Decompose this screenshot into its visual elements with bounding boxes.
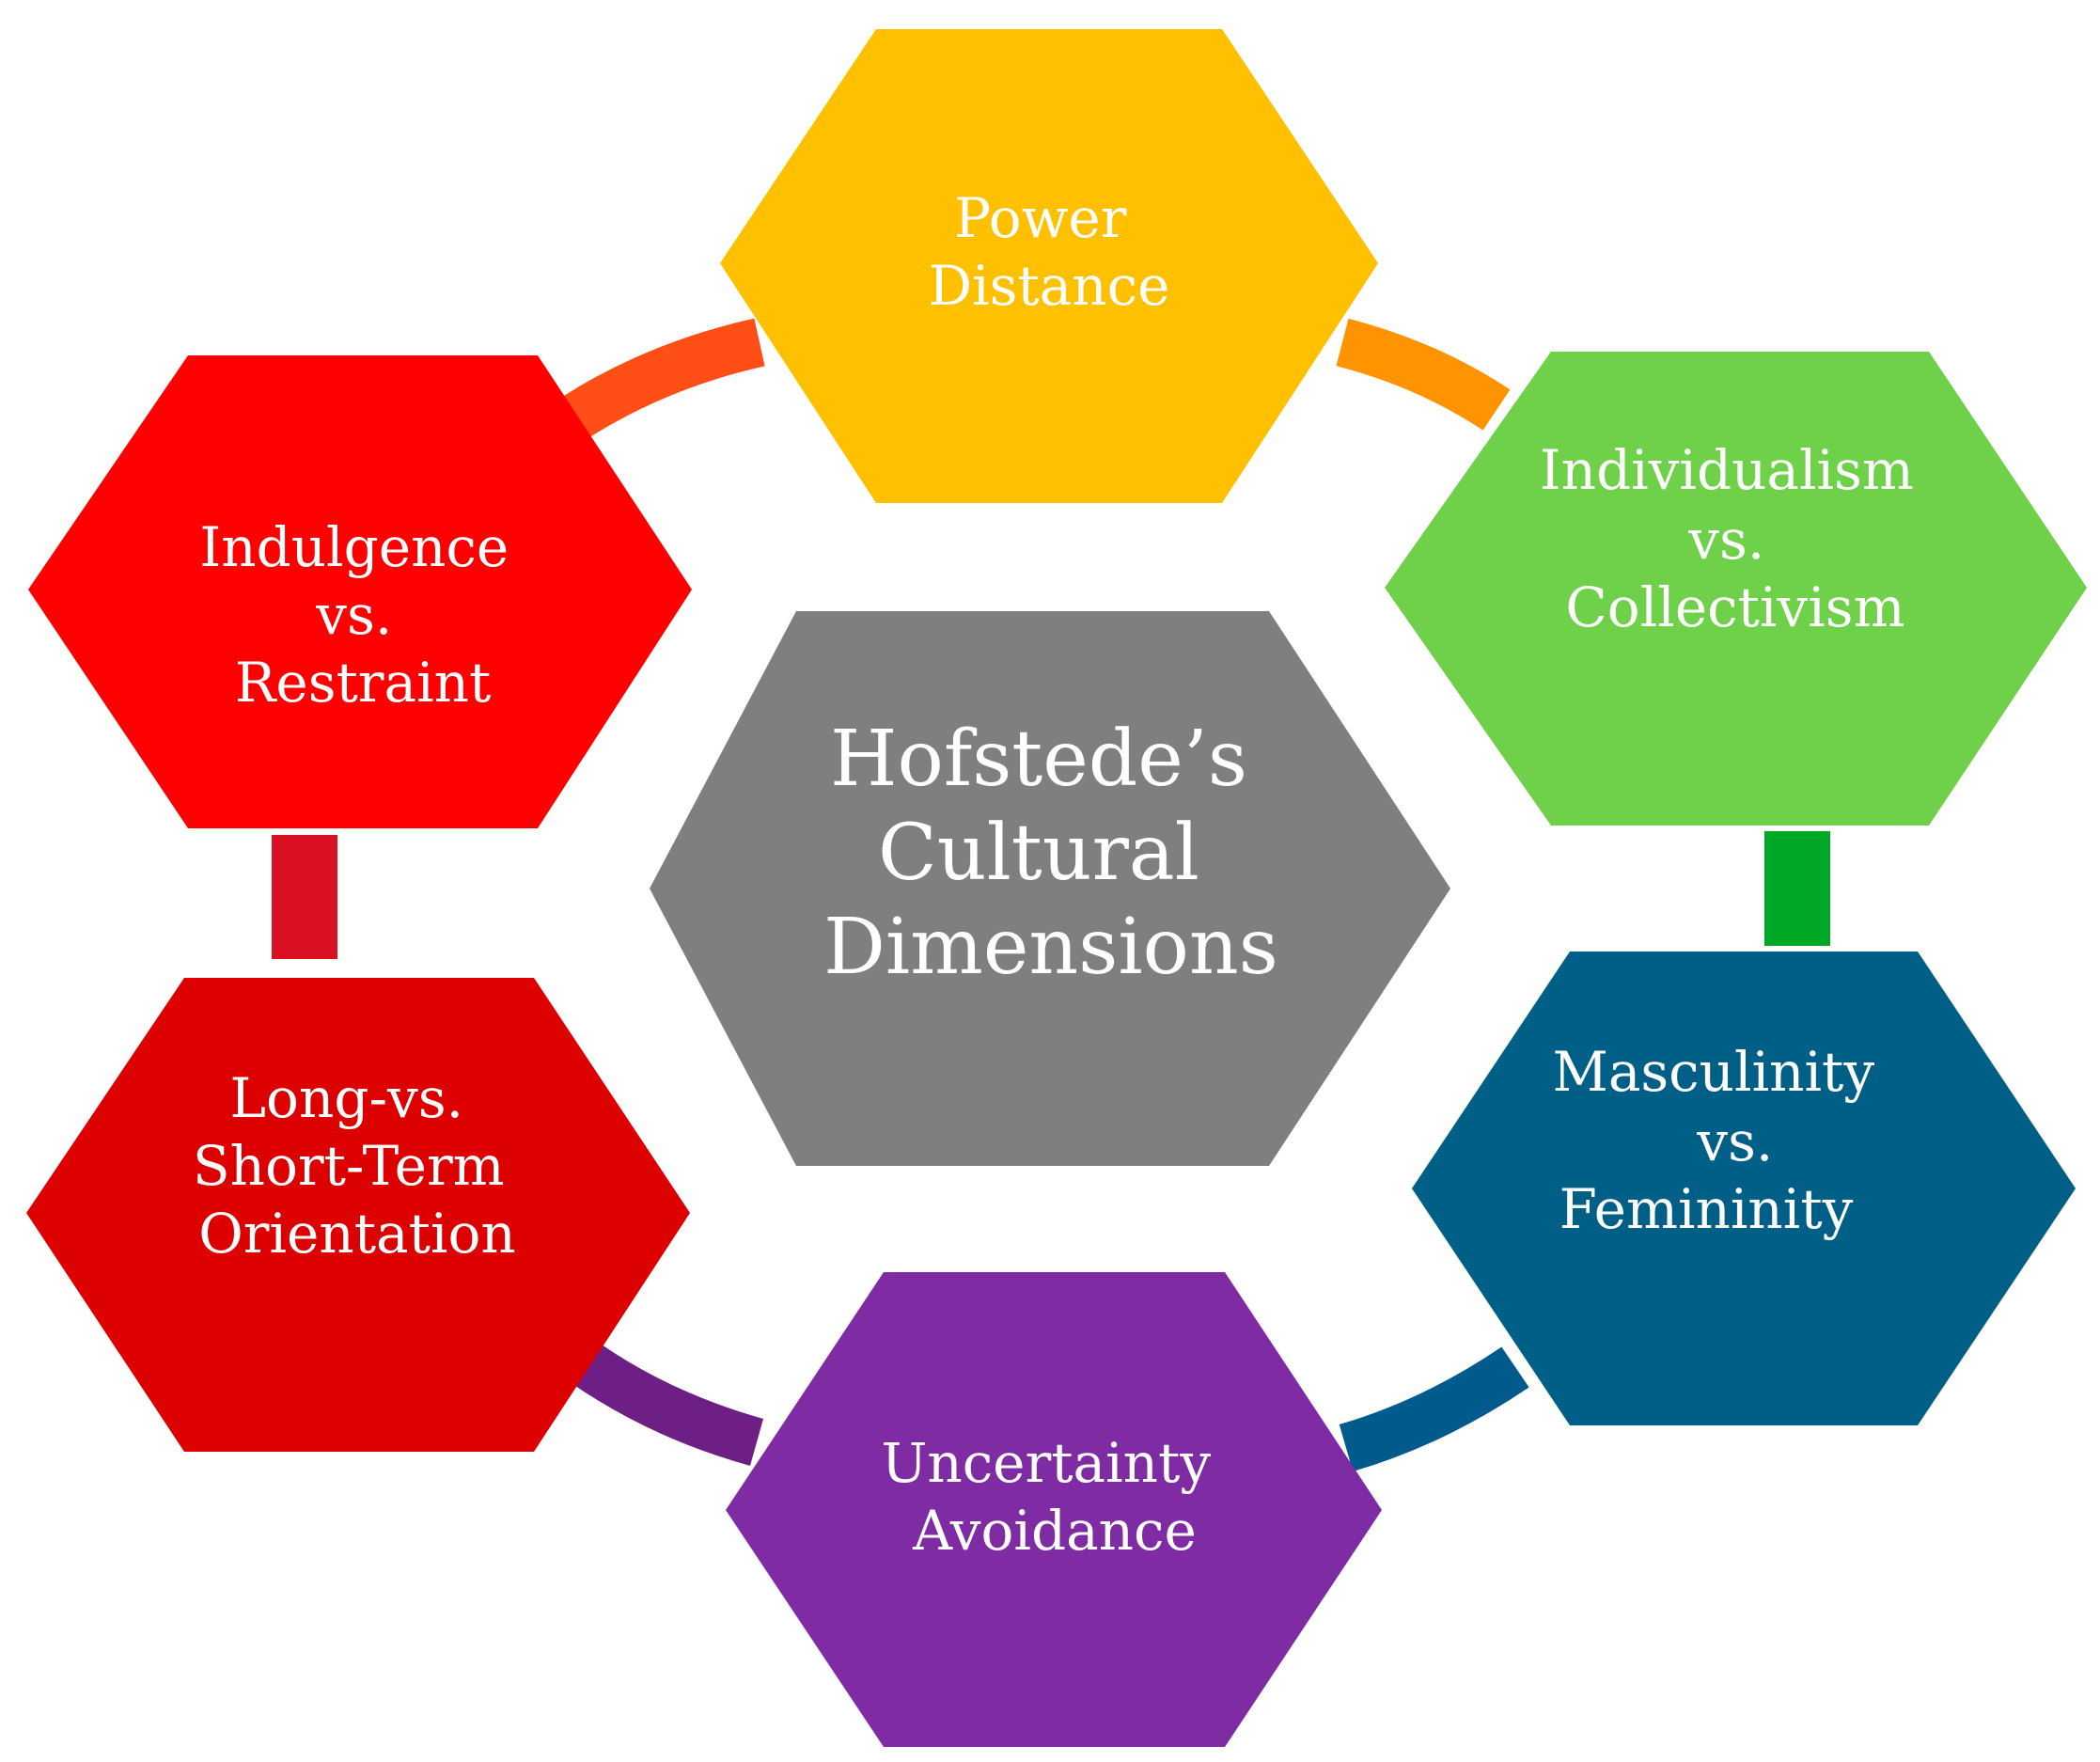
individualism-hexagon-shape xyxy=(1385,352,2087,826)
masculinity-label: Masculinity vs. Femininity xyxy=(1552,1040,1891,1241)
masculinity-hexagon-shape xyxy=(1412,952,2076,1425)
uncertainty-avoidance-hexagon-shape xyxy=(726,1272,1382,1747)
power-distance-label: Power Distance xyxy=(929,186,1170,318)
center-title-line-3: Dimensions xyxy=(823,903,1278,992)
hexagon-uncertainty-avoidance: Uncertainty Avoidance xyxy=(726,1272,1382,1747)
masculinity-line-2: vs. xyxy=(1696,1109,1773,1173)
power-distance-line-1: Power xyxy=(954,186,1127,250)
indulgence-line-3: Restraint xyxy=(235,651,492,715)
center-title-line-2: Cultural xyxy=(878,809,1199,898)
long-short-term-line-3: Orientation xyxy=(198,1202,516,1266)
hexagon-long-short-term: Long-vs. Short-Term Orientation xyxy=(26,978,690,1452)
long-short-term-line-2: Short-Term xyxy=(193,1134,505,1198)
uncertainty-avoidance-line-1: Uncertainty xyxy=(881,1431,1211,1495)
masculinity-line-1: Masculinity xyxy=(1552,1040,1874,1104)
center-title-line-1: Hofstede’s xyxy=(830,715,1247,804)
center-title: Hofstede’s Cultural Dimensions xyxy=(823,715,1278,992)
indulgence-label: Indulgence vs. Restraint xyxy=(199,515,525,715)
uncertainty-avoidance-line-2: Avoidance xyxy=(912,1499,1197,1563)
indulgence-line-2: vs. xyxy=(315,583,392,647)
power-distance-line-2: Distance xyxy=(929,254,1170,318)
uncertainty-avoidance-label: Uncertainty Avoidance xyxy=(881,1431,1228,1563)
ring-connectors xyxy=(272,318,1830,1471)
connector-uncertainty-long-term xyxy=(574,1345,764,1467)
power-distance-hexagon-shape xyxy=(720,29,1378,503)
individualism-line-3: Collectivism xyxy=(1565,575,1904,639)
masculinity-line-3: Femininity xyxy=(1559,1177,1854,1241)
individualism-label: Individualism vs. Collectivism xyxy=(1540,438,1932,639)
hexagon-indulgence: Indulgence vs. Restraint xyxy=(28,355,692,828)
center-hexagon-shape xyxy=(650,611,1450,1166)
center-hexagon: Hofstede’s Cultural Dimensions xyxy=(650,611,1450,1166)
indulgence-hexagon-shape xyxy=(28,355,692,828)
individualism-line-2: vs. xyxy=(1687,508,1764,572)
long-short-term-line-1: Long-vs. xyxy=(230,1066,463,1130)
long-short-term-label: Long-vs. Short-Term Orientation xyxy=(193,1066,522,1266)
hexagon-individualism: Individualism vs. Collectivism xyxy=(1385,352,2087,826)
hexagon-masculinity: Masculinity vs. Femininity xyxy=(1412,952,2076,1425)
individualism-line-1: Individualism xyxy=(1540,438,1914,502)
indulgence-line-1: Indulgence xyxy=(199,515,509,579)
long-short-term-hexagon-shape xyxy=(26,978,690,1452)
connector-masculinity-uncertainty xyxy=(1339,1346,1529,1471)
connector-indulgence-power xyxy=(562,318,765,438)
connector-power-individualism xyxy=(1336,318,1511,431)
hexagon-power-distance: Power Distance xyxy=(720,29,1378,503)
